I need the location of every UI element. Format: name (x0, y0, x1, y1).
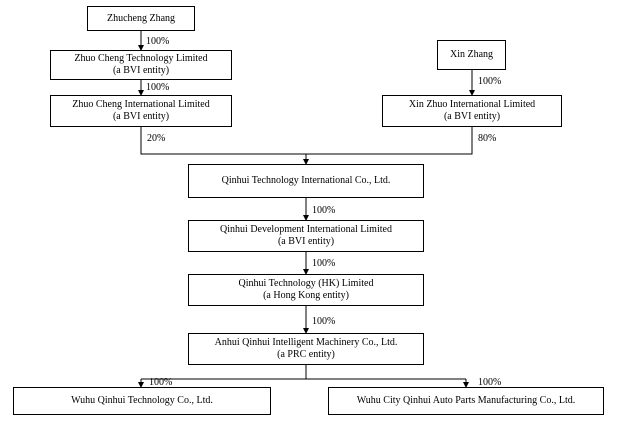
node-label: Qinhui Technology International Co., Ltd… (221, 175, 391, 186)
node-sublabel: (a BVI entity) (112, 65, 170, 76)
node-zhuo-cheng-international: Zhuo Cheng International Limited (a BVI … (50, 95, 232, 127)
node-label: Qinhui Development International Limited (220, 224, 392, 235)
node-label: Zhuo Cheng International Limited (72, 99, 210, 110)
node-sublabel: (a BVI entity) (277, 236, 335, 247)
pct-development-to-hk: 100% (312, 258, 336, 269)
node-label: Wuhu City Qinhui Auto Parts Manufacturin… (356, 395, 576, 406)
pct-zc-international-to-qinhui: 20% (147, 133, 166, 144)
pct-anhui-to-wuhu-city: 100% (478, 377, 502, 388)
node-sublabel: (a Hong Kong entity) (263, 290, 349, 301)
node-wuhu-city-qinhui-auto: Wuhu City Qinhui Auto Parts Manufacturin… (328, 387, 604, 415)
node-xin-zhuo-international: Xin Zhuo International Limited (a BVI en… (382, 95, 562, 127)
pct-qinhui-to-development: 100% (312, 205, 336, 216)
node-anhui-qinhui-intelligent: Anhui Qinhui Intelligent Machinery Co., … (188, 333, 424, 365)
node-qinhui-technology-international: Qinhui Technology International Co., Ltd… (188, 164, 424, 198)
node-qinhui-development-international: Qinhui Development International Limited… (188, 220, 424, 252)
node-label: Wuhu Qinhui Technology Co., Ltd. (71, 395, 213, 406)
pct-zc-technology-to-international: 100% (146, 82, 170, 93)
node-qinhui-technology-hk: Qinhui Technology (HK) Limited (a Hong K… (188, 274, 424, 306)
pct-xin-zhang-to-xin-zhuo: 100% (478, 76, 502, 87)
node-wuhu-qinhui-technology: Wuhu Qinhui Technology Co., Ltd. (13, 387, 271, 415)
node-label: Xin Zhang (449, 49, 494, 60)
node-zhucheng-zhang: Zhucheng Zhang (87, 6, 195, 31)
pct-hk-to-anhui: 100% (312, 316, 336, 327)
pct-zhucheng-to-zc-technology: 100% (146, 36, 170, 47)
node-xin-zhang: Xin Zhang (437, 40, 506, 70)
connector-zc-international-merge (140, 127, 473, 155)
node-sublabel: (a BVI entity) (112, 111, 170, 122)
node-sublabel: (a PRC entity) (277, 349, 335, 360)
node-label: Zhucheng Zhang (106, 12, 176, 24)
pct-xin-zhuo-to-qinhui: 80% (478, 133, 497, 144)
node-label: Anhui Qinhui Intelligent Machinery Co., … (214, 337, 398, 348)
node-zhuo-cheng-technology: Zhuo Cheng Technology Limited (a BVI ent… (50, 50, 232, 80)
node-label: Zhuo Cheng Technology Limited (74, 53, 208, 64)
node-label: Qinhui Technology (HK) Limited (238, 278, 374, 289)
node-sublabel: (a BVI entity) (443, 111, 501, 122)
pct-anhui-to-wuhu-technology: 100% (149, 377, 173, 388)
node-label: Xin Zhuo International Limited (408, 99, 536, 110)
